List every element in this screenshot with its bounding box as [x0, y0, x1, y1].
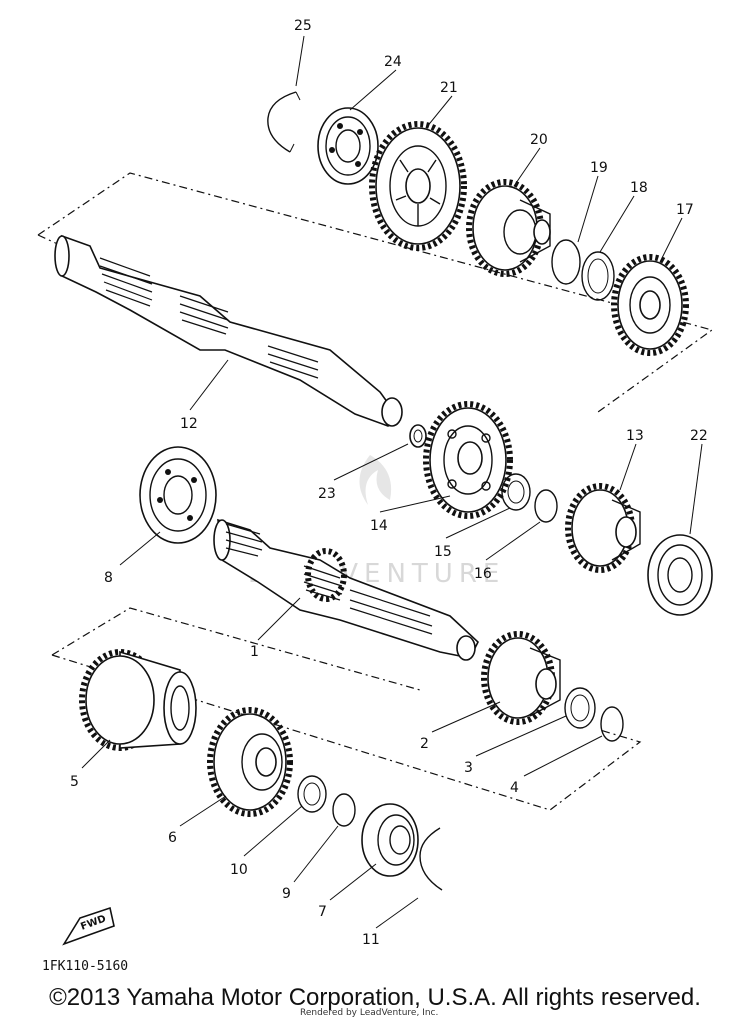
part-18-washer	[581, 251, 615, 301]
part-3-washer	[564, 687, 596, 729]
callout-14: 14	[370, 518, 388, 534]
callout-20: 20	[530, 132, 548, 148]
callout-24: 24	[384, 54, 402, 70]
callout-12: 12	[180, 416, 198, 432]
callout-labels: 25 24 21 20 19 18 17 12 23 14 15 16 13 2…	[70, 18, 708, 948]
callout-3: 3	[464, 760, 473, 776]
part-7-bearing	[361, 803, 419, 877]
part-19-circlip	[551, 239, 581, 285]
part-23-collar	[409, 424, 427, 448]
part-22-bearing	[647, 534, 713, 616]
callout-13: 13	[626, 428, 644, 444]
part-15-washer	[501, 473, 531, 511]
part-25-circlip	[267, 91, 301, 153]
rendered-by-text: Rendered by LeadVenture, Inc.	[300, 1008, 439, 1018]
part-21-gear	[369, 121, 467, 251]
part-16-circlip	[534, 489, 558, 523]
callout-4: 4	[510, 780, 519, 796]
part-1-drive-axle	[213, 518, 479, 661]
callout-8: 8	[104, 570, 113, 586]
part-10-washer	[297, 775, 327, 813]
part-9-circlip	[332, 793, 356, 827]
part-24-bearing	[317, 107, 379, 185]
callout-25: 25	[294, 18, 312, 34]
part-4-circlip	[600, 706, 624, 742]
part-5-gear	[79, 649, 197, 751]
callout-18: 18	[630, 180, 648, 196]
part-12-main-axle	[54, 234, 403, 427]
callout-19: 19	[590, 160, 608, 176]
part-code: 1FK110-5160	[42, 959, 128, 974]
copyright-text: ©2013 Yamaha Motor Corporation, U.S.A. A…	[49, 984, 701, 1011]
part-20-gear	[466, 179, 551, 277]
callout-17: 17	[676, 202, 694, 218]
fwd-arrow-icon: FWD	[62, 906, 115, 946]
callout-7: 7	[318, 904, 327, 920]
callout-1: 1	[250, 644, 259, 660]
callout-16: 16	[474, 566, 492, 582]
part-8-bearing	[139, 446, 217, 544]
callout-21: 21	[440, 80, 458, 96]
part-17-gear	[611, 254, 689, 356]
callout-11: 11	[362, 932, 380, 948]
part-2-gear	[481, 631, 561, 725]
part-13-gear	[565, 483, 641, 573]
callout-10: 10	[230, 862, 248, 878]
leader-lines	[81, 35, 703, 929]
part-14-gear	[423, 401, 513, 519]
callout-6: 6	[168, 830, 177, 846]
callout-15: 15	[434, 544, 452, 560]
part-6-gear	[207, 707, 293, 817]
callout-9: 9	[282, 886, 291, 902]
part-11-circlip	[419, 827, 443, 891]
callout-2: 2	[420, 736, 429, 752]
callout-22: 22	[690, 428, 708, 444]
callout-5: 5	[70, 774, 79, 790]
callout-23: 23	[318, 486, 336, 502]
